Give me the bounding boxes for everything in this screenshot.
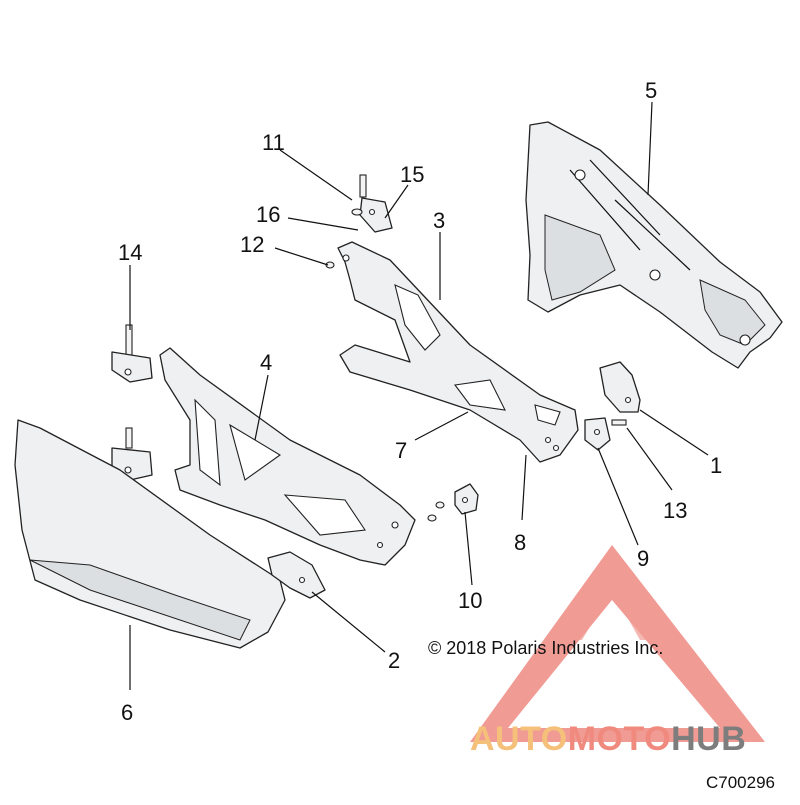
callout-6: 6 <box>121 700 133 725</box>
watermark-auto: AUTO <box>470 720 568 758</box>
callout-11: 11 <box>262 130 285 155</box>
watermark-logo <box>470 545 765 742</box>
leader-10 <box>464 511 473 586</box>
callout-15: 15 <box>400 162 424 187</box>
latch-lower-part <box>267 551 326 599</box>
callout-2: 2 <box>388 648 400 673</box>
leader-8 <box>521 454 527 521</box>
leader-9 <box>597 447 639 546</box>
watermark-triangle <box>470 545 765 742</box>
callout-1: 1 <box>710 453 722 478</box>
door-panel-part <box>525 121 783 369</box>
watermark-hub: HUB <box>671 720 746 758</box>
door-skin-part <box>14 419 286 649</box>
callout-9: 9 <box>637 546 649 571</box>
callout-7: 7 <box>395 438 407 463</box>
hinge-bracket-lower-part <box>111 324 153 481</box>
callout-4: 4 <box>260 350 272 375</box>
callout-12: 12 <box>240 232 264 257</box>
callout-8: 8 <box>514 530 526 555</box>
callout-14: 14 <box>118 240 142 265</box>
drawing-code: C700296 <box>706 773 775 792</box>
callout-10: 10 <box>458 588 482 613</box>
leader-16 <box>287 217 359 231</box>
callout-16: 16 <box>256 202 280 227</box>
leader-15 <box>384 184 409 219</box>
leader-5 <box>647 101 653 196</box>
callout-3: 3 <box>433 208 445 233</box>
striker-plate-part <box>584 417 627 451</box>
plate-part <box>427 483 479 522</box>
watermark-wordmark: AUTOMOTOHUB <box>470 720 746 758</box>
watermark-moto: MOTO <box>568 720 671 758</box>
leader-12 <box>274 247 329 266</box>
callout-13: 13 <box>663 498 687 523</box>
leader-13 <box>626 427 673 491</box>
callout-labels: 1 2 3 4 5 6 7 8 9 10 11 12 13 14 15 16 <box>118 78 722 725</box>
leader-4 <box>254 374 269 441</box>
upper-door-frame-part <box>337 241 579 463</box>
leader-1 <box>639 409 709 456</box>
hinge-bracket-upper-part <box>325 174 393 269</box>
lower-door-frame-part <box>159 347 416 566</box>
copyright-text: © 2018 Polaris Industries Inc. <box>428 638 663 658</box>
leader-11 <box>279 149 353 201</box>
leader-lines <box>129 101 709 690</box>
callout-5: 5 <box>645 78 657 103</box>
latch-upper-part <box>599 361 641 413</box>
leader-2 <box>311 591 386 653</box>
leader-7 <box>414 411 469 441</box>
